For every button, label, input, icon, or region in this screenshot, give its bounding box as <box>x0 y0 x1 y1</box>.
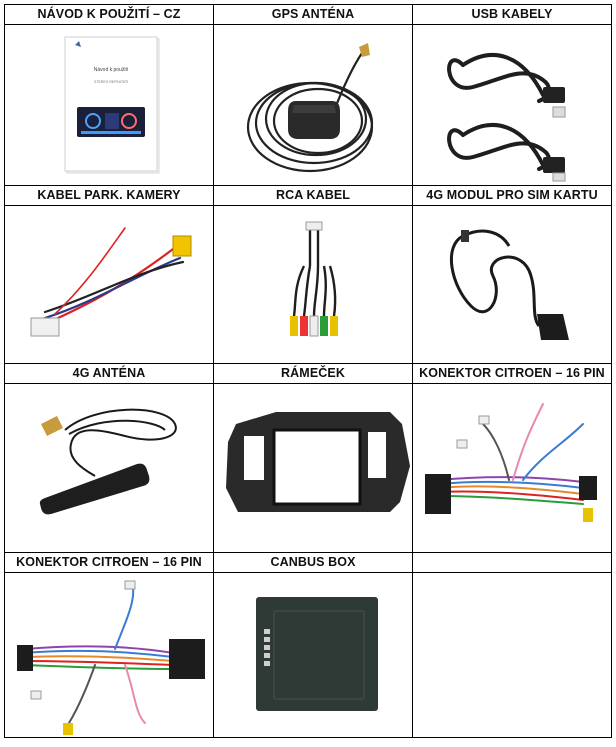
gps-antenna-icon <box>246 43 374 173</box>
item-label: NÁVOD K POUŽITÍ – CZ <box>37 7 181 21</box>
canbus-box-icon <box>256 597 378 711</box>
cell-image-connector-1 <box>412 383 612 553</box>
4g-antenna-icon <box>39 408 177 515</box>
manual-subtitle-text: STEREO REPEATER <box>94 80 128 84</box>
cell-image-rca <box>213 205 413 364</box>
cell-header-4g-antenna: 4G ANTÉNA <box>4 363 214 384</box>
parking-camera-cable-icon <box>30 227 192 337</box>
cell-header-frame: RÁMEČEK <box>213 363 413 384</box>
cell-image-connector-2 <box>4 572 214 738</box>
cell-header-camera-cable: KABEL PARK. KAMERY <box>4 185 214 206</box>
accessories-table-sheet: NÁVOD K POUŽITÍ – CZ GPS ANTÉNA USB KABE… <box>4 4 612 743</box>
item-label: KONEKTOR CITROEN – 16 PIN <box>16 555 202 569</box>
item-label: GPS ANTÉNA <box>271 7 355 21</box>
rca-cable-icon <box>290 221 338 337</box>
item-label: KONEKTOR CITROEN – 16 PIN <box>419 366 605 380</box>
4g-sim-module-icon <box>449 229 569 340</box>
cell-header-manual: NÁVOD K POUŽITÍ – CZ <box>4 4 214 25</box>
item-label: 4G MODUL PRO SIM KARTU <box>426 188 598 202</box>
wiring-harness-icon <box>17 580 205 735</box>
manual-title-text: Návod k použití <box>94 67 129 73</box>
cell-image-4g-antenna <box>4 383 214 553</box>
item-label: KABEL PARK. KAMERY <box>37 188 181 202</box>
cell-header-4g-module: 4G MODUL PRO SIM KARTU <box>412 185 612 206</box>
cell-image-empty <box>412 572 612 738</box>
item-label: RÁMEČEK <box>281 366 345 380</box>
usb-cables-icon <box>447 53 566 182</box>
cell-image-usb <box>412 24 612 186</box>
item-label: USB KABELY <box>471 7 553 21</box>
item-label: 4G ANTÉNA <box>72 366 146 380</box>
cell-header-usb: USB KABELY <box>412 4 612 25</box>
accessories-table: NÁVOD K POUŽITÍ – CZ GPS ANTÉNA USB KABE… <box>4 4 612 738</box>
item-label: RCA KABEL <box>275 188 351 202</box>
cell-header-connector-2: KONEKTOR CITROEN – 16 PIN <box>4 552 214 573</box>
manual-booklet-icon: Návod k použití STEREO REPEATER <box>64 36 160 174</box>
dashboard-frame-icon <box>226 412 410 512</box>
cell-header-connector-1: KONEKTOR CITROEN – 16 PIN <box>412 363 612 384</box>
item-label: CANBUS BOX <box>270 555 356 569</box>
cell-image-4g-module <box>412 205 612 364</box>
wiring-harness-icon <box>425 403 597 522</box>
cell-image-camera-cable <box>4 205 214 364</box>
cell-image-manual: Návod k použití STEREO REPEATER <box>4 24 214 186</box>
cell-header-gps: GPS ANTÉNA <box>213 4 413 25</box>
cell-image-canbus <box>213 572 413 738</box>
cell-image-frame <box>213 383 413 553</box>
cell-header-rca: RCA KABEL <box>213 185 413 206</box>
cell-header-canbus: CANBUS BOX <box>213 552 413 573</box>
cell-image-gps <box>213 24 413 186</box>
cell-header-empty <box>412 552 612 573</box>
